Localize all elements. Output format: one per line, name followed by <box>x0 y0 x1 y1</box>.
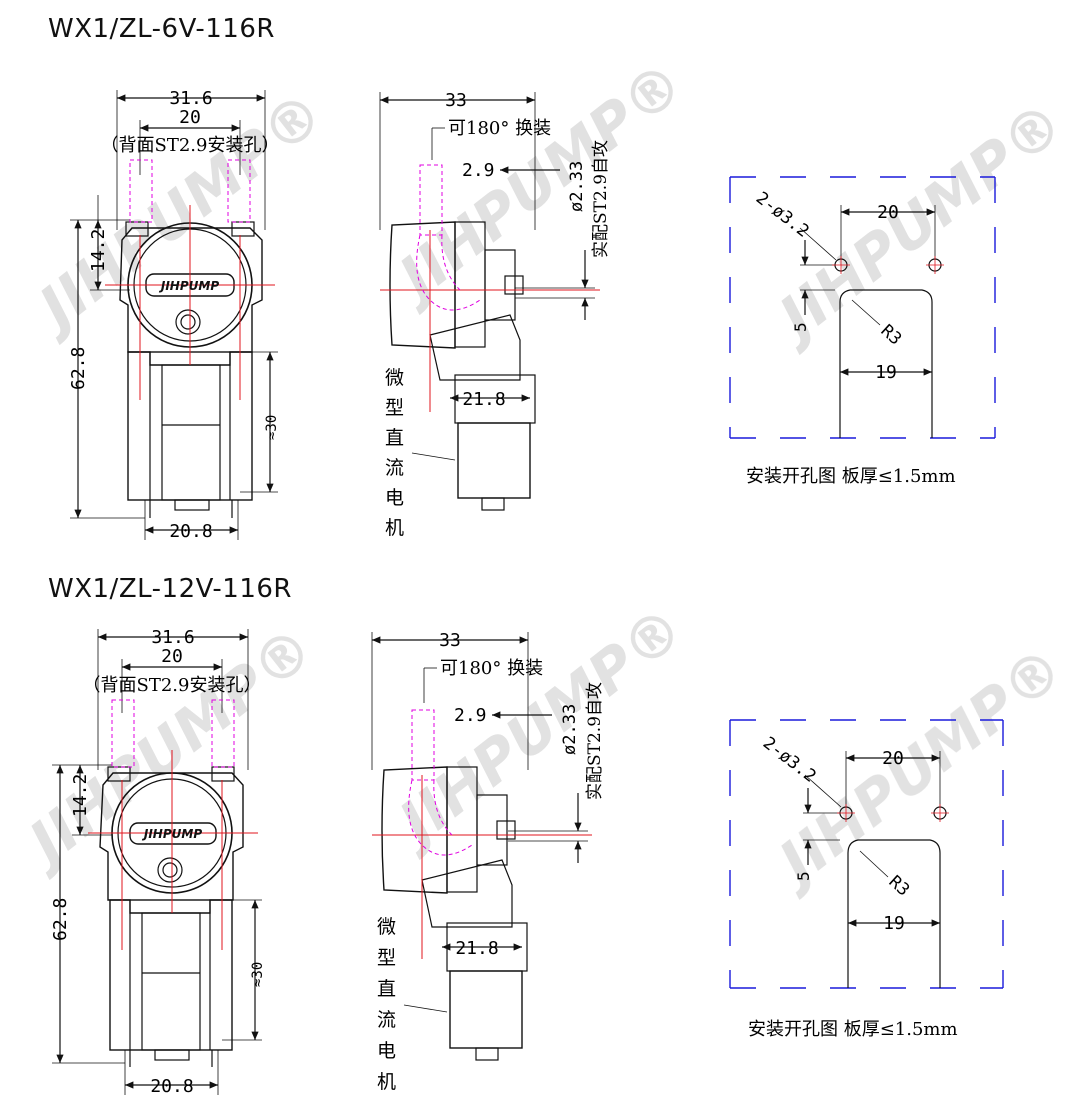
front-dim-left-b: 62.8 <box>68 347 89 390</box>
front-back-note: （背面ST2.9安装孔） <box>83 675 262 696</box>
cutout-dim-offset: 5 <box>794 871 813 881</box>
side-dim-shaft: ø2.33 <box>560 704 580 755</box>
front-back-note: （背面ST2.9安装孔） <box>101 135 280 156</box>
cutout-dim-pitch: 20 <box>882 748 904 769</box>
front-dim-left-a: 14.2 <box>70 774 91 817</box>
svg-text:直: 直 <box>385 427 404 449</box>
svg-text:JIHPUMP®: JIHPUMP® <box>19 78 336 347</box>
svg-text:型: 型 <box>385 397 404 419</box>
front-dim-right: ≈30 <box>264 415 280 440</box>
side-self-tap: 实配ST2.9自攻 <box>585 682 605 800</box>
side-dim-motor: 21.8 <box>455 938 498 959</box>
section-2-title: WX1/ZL-12V-116R <box>48 574 292 604</box>
side-rotate-note: 可180° 换装 <box>448 118 551 139</box>
svg-text:直: 直 <box>377 978 396 1000</box>
cutout-dim-pitch: 20 <box>877 202 899 223</box>
side-dim-screw: 2.9 <box>454 705 487 726</box>
side-hidden-tubes <box>408 709 473 856</box>
svg-text:流: 流 <box>385 457 404 479</box>
front-dim-left-a: 14.2 <box>88 229 109 272</box>
front-dim-mid: 20 <box>179 107 201 128</box>
svg-text:型: 型 <box>377 947 396 969</box>
cutout-view <box>729 176 996 439</box>
side-self-tap: 实配ST2.9自攻 <box>591 140 611 258</box>
side-dim-top: 33 <box>445 90 467 111</box>
svg-text:电: 电 <box>385 487 404 509</box>
front-logo: JIHPUMP <box>142 827 202 841</box>
cutout-radius: R3 <box>885 872 914 901</box>
front-dim-left-b: 62.8 <box>50 898 71 941</box>
section-1-title: WX1/ZL-6V-116R <box>48 14 275 44</box>
side-motor-label: 微 型 直 流 电 机 <box>385 367 404 539</box>
front-logo: JIHPUMP <box>159 279 219 293</box>
front-view <box>70 90 278 540</box>
svg-text:机: 机 <box>385 517 404 539</box>
front-dim-mid: 20 <box>161 646 183 667</box>
cutout-caption: 安装开孔图 板厚≤1.5mm <box>748 1019 958 1040</box>
front-dim-right: ≈30 <box>250 962 266 987</box>
svg-text:JIHPUMP: JIHPUMP <box>142 827 202 841</box>
section-1-drawing: JIHPUMP® JIHPUMP® JIHPUMP® <box>19 48 1076 542</box>
side-view <box>379 92 595 511</box>
side-motor-label: 微 型 直 流 电 机 <box>377 916 396 1093</box>
side-dim-top: 33 <box>439 630 461 651</box>
cutout-holes: 2-ø3.2 <box>759 733 820 787</box>
side-rotate-note: 可180° 换装 <box>440 658 543 679</box>
svg-text:电: 电 <box>377 1040 396 1062</box>
front-hidden-tubes <box>111 699 235 768</box>
side-dim-motor: 21.8 <box>462 389 505 410</box>
front-dim-top: 31.6 <box>151 627 194 648</box>
front-hidden-tubes <box>129 159 251 223</box>
side-center-lines <box>372 775 592 959</box>
front-dim-bottom: 20.8 <box>169 521 212 542</box>
side-dim-screw: 2.9 <box>462 160 495 181</box>
cutout-dim-offset: 5 <box>791 322 810 332</box>
cutout-dim-width: 19 <box>883 913 905 934</box>
front-center-lines <box>88 750 258 950</box>
front-dim-bottom: 20.8 <box>150 1076 193 1097</box>
cutout-holes: 2-ø3.2 <box>752 188 813 242</box>
svg-text:JIHPUMP®: JIHPUMP® <box>379 593 696 862</box>
svg-text:流: 流 <box>377 1009 396 1031</box>
cutout-radius: R3 <box>877 321 906 350</box>
side-view <box>371 632 588 1061</box>
svg-text:JIHPUMP: JIHPUMP <box>159 279 219 293</box>
svg-text:微: 微 <box>377 916 396 938</box>
front-center-lines <box>105 205 275 400</box>
front-dim-top: 31.6 <box>169 88 212 109</box>
side-hidden-tubes <box>416 164 481 311</box>
svg-text:JIHPUMP®: JIHPUMP® <box>379 48 696 317</box>
svg-text:微: 微 <box>385 367 404 389</box>
side-center-lines <box>380 230 600 412</box>
side-dim-shaft: ø2.33 <box>567 161 587 212</box>
svg-text:机: 机 <box>377 1071 396 1093</box>
cutout-dim-width: 19 <box>875 362 897 383</box>
section-2-drawing: JIHPUMP® JIHPUMP® JIHPUMP® <box>9 593 1076 1097</box>
cutout-caption: 安装开孔图 板厚≤1.5mm <box>746 466 956 487</box>
cutout-view <box>729 719 1004 989</box>
